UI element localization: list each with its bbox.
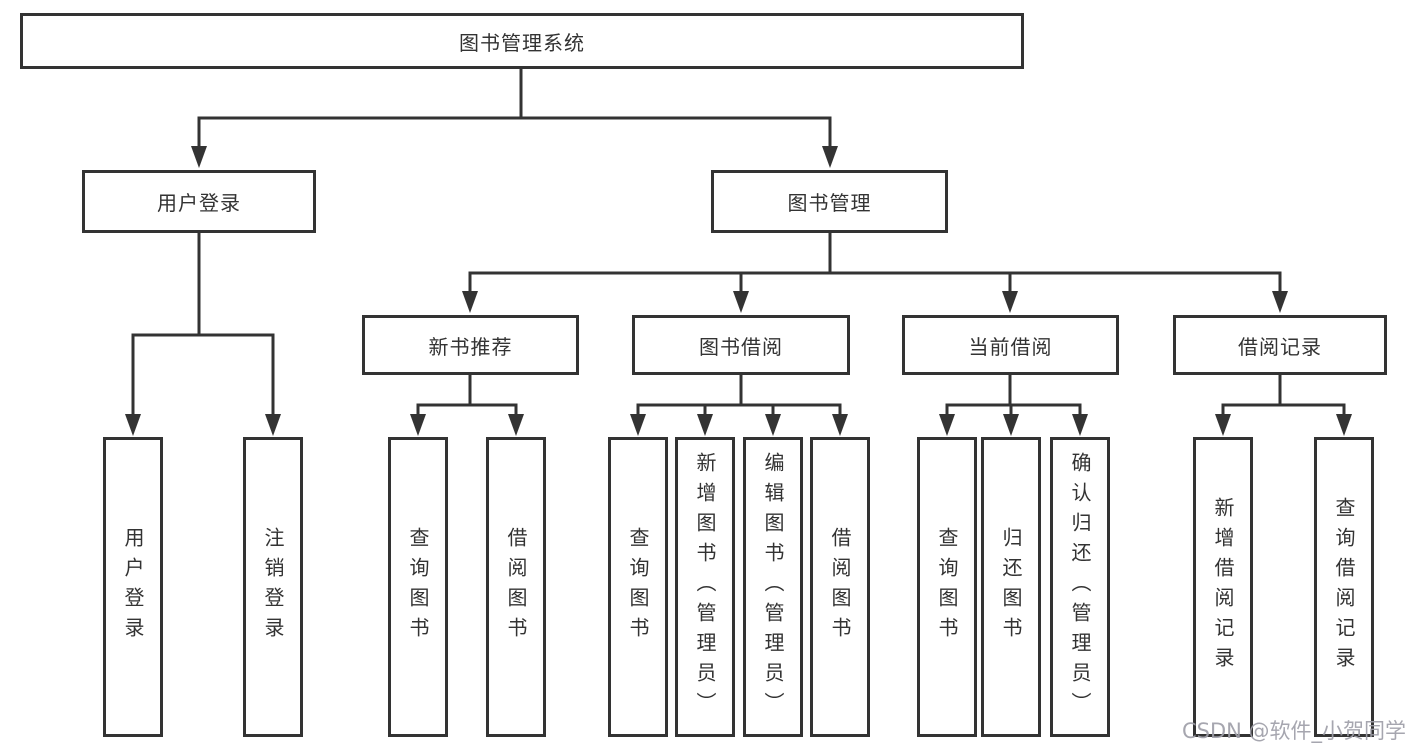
node-label: 查询图书 bbox=[406, 527, 430, 647]
csdn-watermark: CSDN @软件_小贺同学 bbox=[1182, 719, 1405, 743]
leaf-query-borrow-record: 查询借阅记录 bbox=[1314, 437, 1374, 737]
leaf-query-books: 查询图书 bbox=[917, 437, 977, 737]
leaf-add-borrow-record: 新增借阅记录 bbox=[1193, 437, 1253, 737]
node-label: 确认归还（管理员） bbox=[1068, 452, 1092, 722]
node-label: 图书管理 bbox=[787, 191, 872, 215]
leaf-confirm-return-admin: 确认归还（管理员） bbox=[1050, 437, 1110, 737]
node-label: 归还图书 bbox=[999, 527, 1023, 647]
node-label: 图书借阅 bbox=[699, 334, 783, 359]
node-label: 编辑图书（管理员） bbox=[761, 452, 785, 722]
node-label: 查询图书 bbox=[626, 527, 650, 647]
node-label: 用户登录 bbox=[121, 527, 145, 647]
node-label: 借阅图书 bbox=[828, 527, 852, 647]
node-current-borrow: 当前借阅 bbox=[902, 315, 1119, 375]
leaf-borrow-books: 借阅图书 bbox=[810, 437, 870, 737]
node-label: 当前借阅 bbox=[968, 334, 1053, 359]
node-label: 新增图书（管理员） bbox=[693, 452, 717, 722]
node-user-login: 用户登录 bbox=[82, 170, 316, 233]
leaf-edit-books-admin: 编辑图书（管理员） bbox=[743, 437, 803, 737]
leaf-user-login: 用户登录 bbox=[103, 437, 163, 737]
leaf-logout: 注销登录 bbox=[243, 437, 303, 737]
node-label: 新书推荐 bbox=[428, 334, 513, 359]
node-book-borrow: 图书借阅 bbox=[632, 315, 850, 375]
node-label: 查询借阅记录 bbox=[1332, 497, 1356, 677]
node-label: 查询图书 bbox=[935, 527, 959, 647]
leaf-query-books: 查询图书 bbox=[608, 437, 668, 737]
node-book-management: 图书管理 bbox=[711, 170, 948, 233]
leaf-return-books: 归还图书 bbox=[981, 437, 1041, 737]
node-label: 用户登录 bbox=[157, 191, 241, 215]
node-label: 借阅记录 bbox=[1238, 334, 1322, 359]
node-label: 新增借阅记录 bbox=[1211, 497, 1235, 677]
node-label: 注销登录 bbox=[261, 527, 285, 647]
leaf-add-books-admin: 新增图书（管理员） bbox=[675, 437, 735, 737]
node-root-library-system: 图书管理系统 bbox=[20, 13, 1024, 69]
node-new-book-recommend: 新书推荐 bbox=[362, 315, 579, 375]
node-borrow-records: 借阅记录 bbox=[1173, 315, 1387, 375]
leaf-query-books: 查询图书 bbox=[388, 437, 448, 737]
leaf-borrow-books: 借阅图书 bbox=[486, 437, 546, 737]
node-label: 借阅图书 bbox=[504, 527, 528, 647]
node-label: 图书管理系统 bbox=[459, 30, 585, 55]
